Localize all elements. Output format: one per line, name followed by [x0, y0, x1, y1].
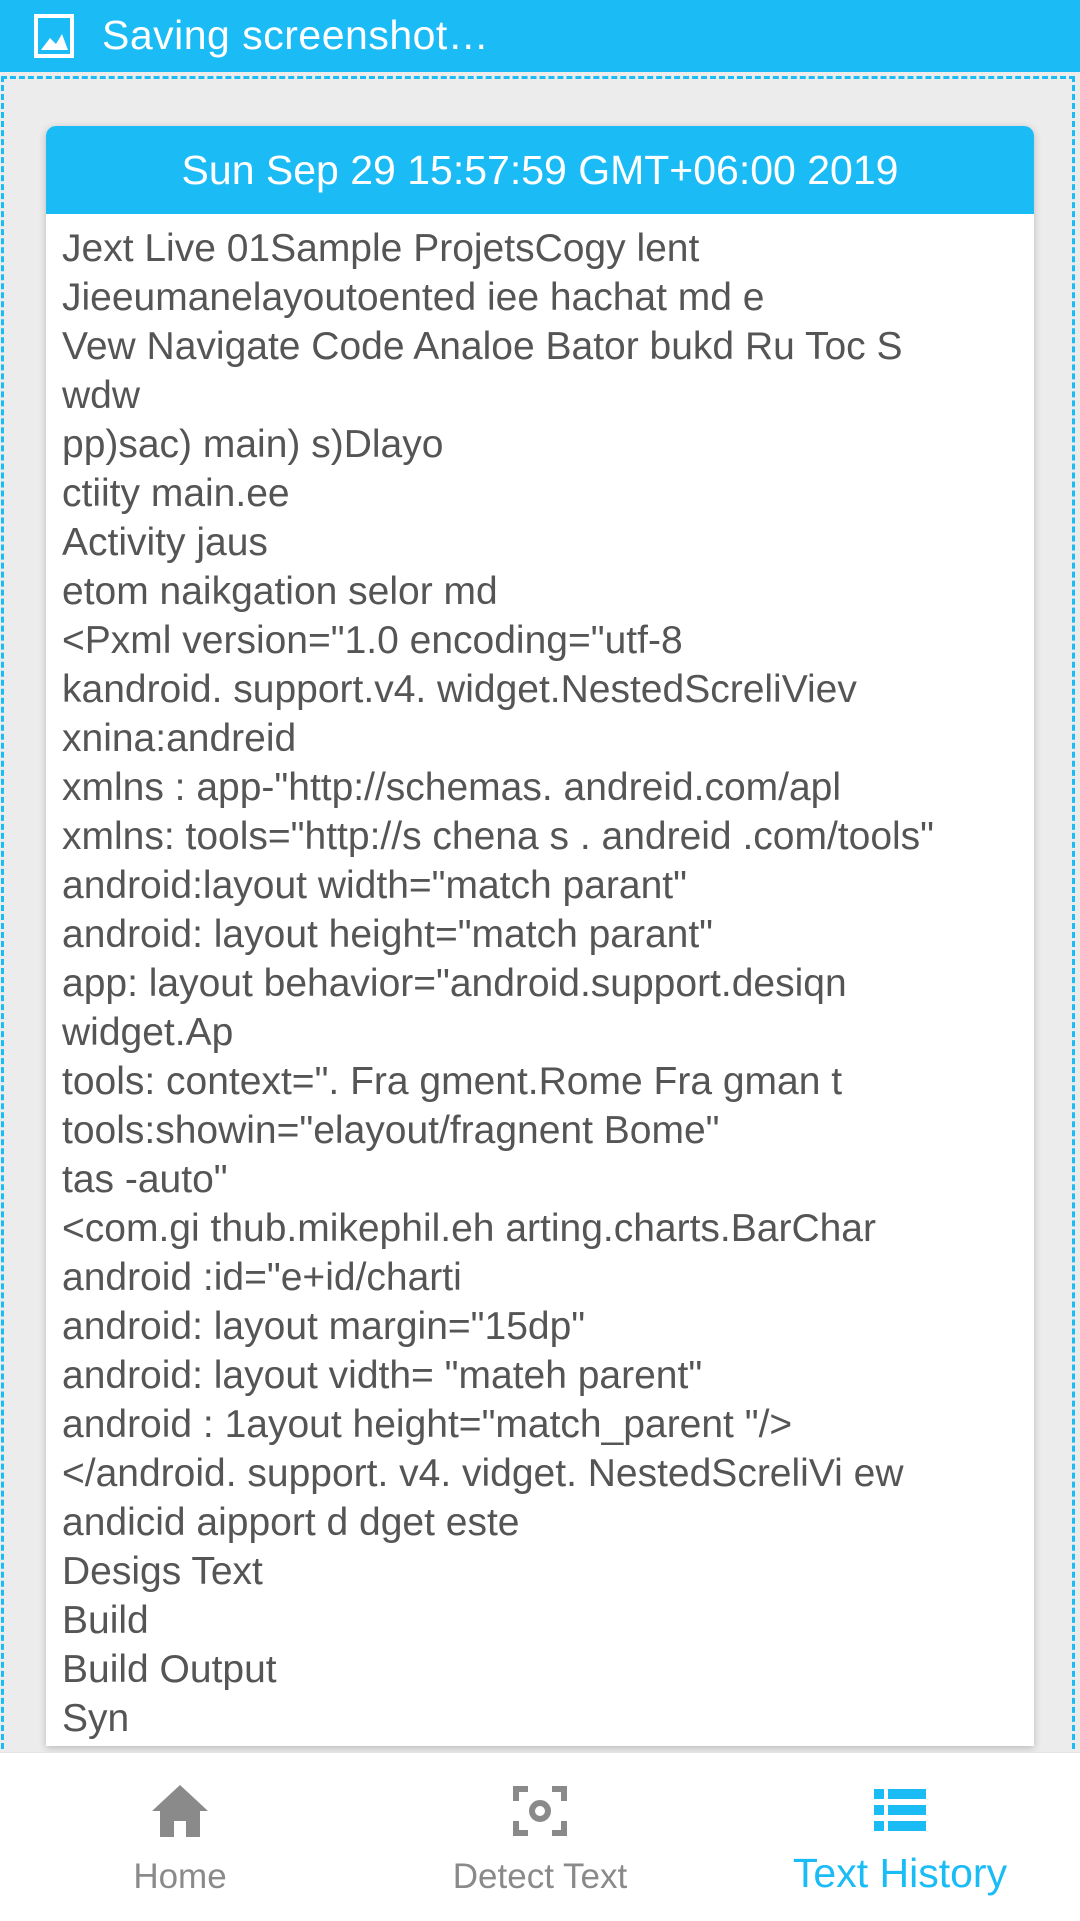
nav-text-history[interactable]: Text History — [720, 1753, 1080, 1921]
text-line: android :id="e+id/charti — [62, 1256, 462, 1299]
image-icon — [34, 14, 74, 58]
text-line: Jext Live 01Sample ProjetsCogy lent — [62, 227, 700, 270]
card-timestamp: Sun Sep 29 15:57:59 GMT+06:00 2019 — [46, 126, 1034, 214]
text-line: xmlns: tools="http://s chena s . andreid… — [62, 815, 935, 858]
status-text: Saving screenshot… — [102, 12, 490, 58]
text-line: tools:showin="elayout/fragnent Bome" — [62, 1109, 720, 1152]
text-line: tas -auto" — [62, 1158, 228, 1201]
history-card[interactable]: Sun Sep 29 15:57:59 GMT+06:00 2019 Jext … — [46, 126, 1034, 1746]
status-bar: Saving screenshot… — [0, 0, 1080, 72]
text-line: Jieeumanelayoutoented iee hachat md e — [62, 276, 765, 319]
nav-home[interactable]: Home — [0, 1753, 360, 1921]
text-line: kandroid. support.v4. widget.NestedScrel… — [62, 668, 857, 711]
text-line: </android. support. v4. vidget. NestedSc… — [62, 1452, 904, 1495]
text-line: xmlns : app-"http://schemas. andreid.com… — [62, 766, 842, 809]
text-line: Build — [62, 1599, 149, 1642]
text-line: android:layout width="match parant" — [62, 864, 687, 907]
text-line: Desigs Text — [62, 1550, 263, 1593]
text-line: wdw — [62, 374, 141, 417]
text-line: pp)sac) main) s)Dlayo — [62, 423, 444, 466]
text-line: andicid aipport d dget este — [62, 1501, 520, 1544]
text-line: Syn — [62, 1697, 130, 1740]
home-icon — [152, 1785, 208, 1837]
text-line: app: layout behavior="android.support.de… — [62, 962, 847, 1005]
nav-detect-text-label: Detect Text — [452, 1857, 628, 1896]
text-line: tools: context=". Fra gment.Rome Fra gma… — [62, 1060, 843, 1103]
bottom-navigation: Home Detect Text Text History — [0, 1752, 1080, 1921]
detect-text-icon — [513, 1786, 567, 1836]
text-line: xnina:andreid — [62, 717, 297, 760]
text-line: android: layout margin="15dp" — [62, 1305, 586, 1348]
text-line: Vew Navigate Code Analoe Bator bukd Ru T… — [62, 325, 903, 368]
text-line: <com.gi thub.mikephil.eh arting.charts.B… — [62, 1207, 876, 1250]
nav-detect-text[interactable]: Detect Text — [360, 1753, 720, 1921]
text-line: android: layout vidth= "mateh parent" — [62, 1354, 703, 1397]
text-line: <Pxml version="1.0 encoding="utf-8 — [62, 619, 683, 662]
text-line: Activity jaus — [62, 521, 268, 564]
text-line: ctiity main.ee — [62, 472, 290, 515]
text-line: Build Output — [62, 1648, 277, 1691]
nav-text-history-label: Text History — [792, 1850, 1008, 1896]
text-line: etom naikgation selor md — [62, 570, 498, 613]
nav-home-label: Home — [133, 1857, 227, 1896]
text-line: widget.Ap — [62, 1011, 234, 1054]
text-line: android : 1ayout height="match_parent "/… — [62, 1403, 793, 1446]
list-icon — [874, 1789, 926, 1831]
text-line: android: layout height="match parant" — [62, 913, 714, 956]
screenshot-frame — [1, 76, 1075, 1776]
